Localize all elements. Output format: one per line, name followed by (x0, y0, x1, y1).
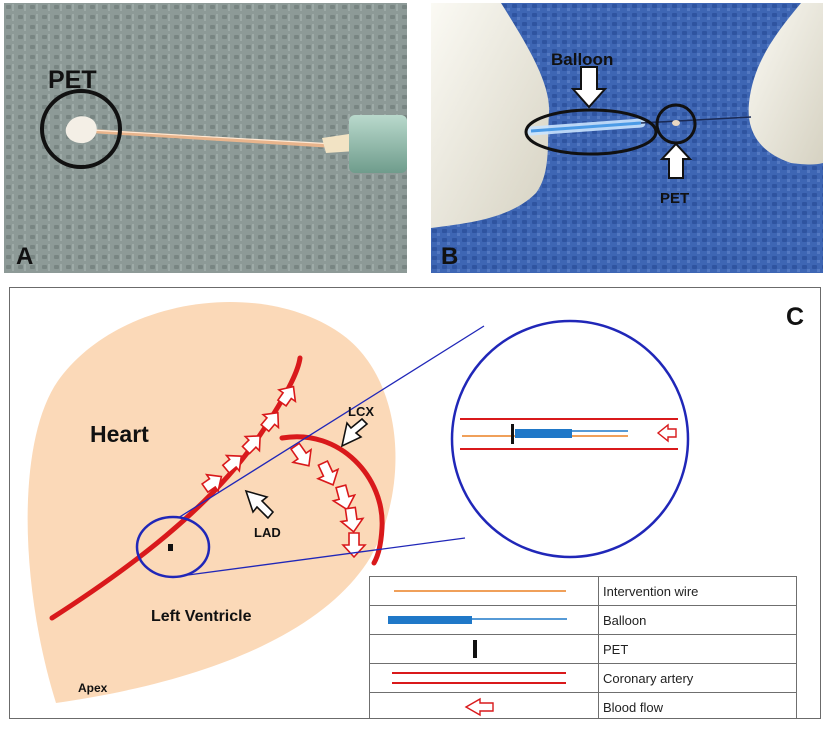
panel-b-letter: B (441, 243, 458, 270)
lesion-circle (135, 515, 211, 579)
legend-symbol-artery (369, 663, 599, 693)
lad-pointer-arrow (244, 489, 275, 520)
needle-tip (322, 134, 356, 153)
lad-label: LAD (254, 525, 281, 540)
zoom-line-bottom (187, 537, 466, 576)
panel-c-letter: C (786, 303, 804, 331)
pet-lesion-mark (168, 544, 173, 551)
pet-circle-marker (40, 89, 122, 169)
legend-label-balloon: Balloon (598, 605, 797, 635)
panel-a-letter: A (16, 243, 33, 270)
legend-label-artery: Coronary artery (598, 663, 797, 693)
apex-label: Apex (78, 681, 108, 695)
pet-arrow (659, 142, 693, 179)
legend-row-artery: Coronary artery (369, 663, 797, 693)
panel-b-photo: Balloon PET B (431, 3, 823, 273)
left-ventricle-label: Left Ventricle (151, 608, 252, 625)
pet-label-b: PET (660, 190, 689, 207)
panel-a-image: PET A (4, 3, 407, 273)
panel-b-image: Balloon PET B (431, 3, 823, 273)
lcx-pointer-arrow (340, 417, 369, 448)
lcx-label: LCX (348, 404, 374, 419)
legend-symbol-flow (369, 692, 599, 718)
legend-label-flow: Blood flow (598, 692, 797, 718)
pet-sample (65, 116, 97, 144)
panel-a-photo: PET A (4, 3, 407, 273)
legend-label-pet: PET (598, 634, 797, 664)
panel-c-drawing: Heart LCX LAD Left Ventricle Apex C (27, 301, 804, 703)
left-glove (431, 3, 550, 228)
lcx-artery (279, 434, 385, 566)
legend-row-wire: Intervention wire (369, 576, 797, 606)
magnified-view-circle (450, 319, 690, 559)
legend-symbol-pet (369, 634, 599, 664)
magnified-balloon (515, 429, 572, 438)
legend-label-wire: Intervention wire (598, 576, 797, 606)
balloon-label: Balloon (551, 50, 613, 69)
balloon-arrow (570, 66, 608, 109)
legend-symbol-balloon (369, 605, 599, 635)
legend-row-flow: Blood flow (369, 692, 797, 718)
magnified-pet-mark (511, 424, 514, 444)
zoom-line-top (177, 325, 485, 519)
panel-c-diagram: Heart LCX LAD Left Ventricle Apex C Inte… (9, 287, 821, 719)
legend-table: Intervention wire Balloon PET Coronary a… (369, 576, 797, 718)
right-glove (748, 3, 823, 165)
heart-label: Heart (90, 421, 149, 447)
magnified-flow-arrow (656, 423, 677, 443)
balloon-circle-marker (524, 108, 658, 156)
pet-label-a: PET (48, 66, 97, 94)
heart-shape (27, 301, 396, 703)
legend-row-balloon: Balloon (369, 605, 797, 635)
syringe-hub (349, 115, 407, 173)
legend-symbol-wire (369, 576, 599, 606)
legend-row-pet: PET (369, 634, 797, 664)
